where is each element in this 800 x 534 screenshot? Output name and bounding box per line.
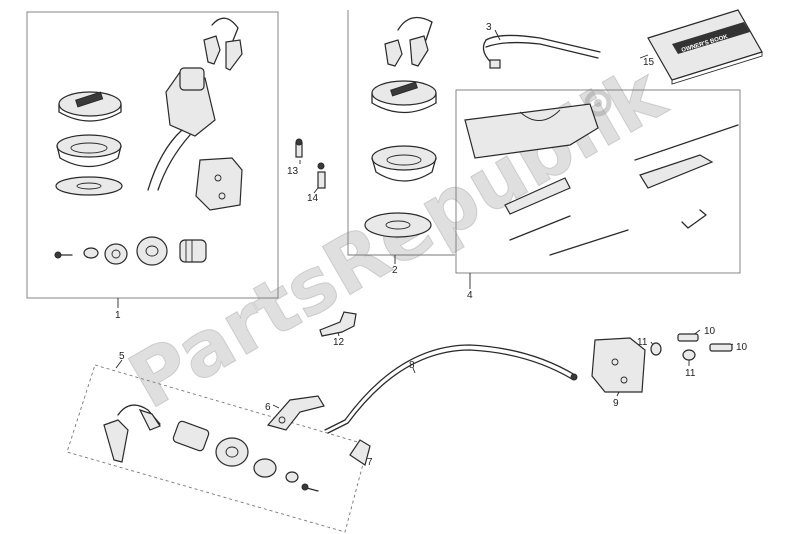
watermark-gear-icon [584,89,612,117]
part-numbers: 1 2 3 4 5 6 7 8 9 10 10 11 11 12 13 14 1… [115,22,748,468]
owner-manual-15: OWNER'S BOOK [647,9,763,85]
keys-2 [384,16,433,67]
washer-11b [682,349,696,361]
fuel-cap-assembly-2 [364,80,437,238]
rubber-strap-3 [482,34,601,69]
clip-7 [349,439,371,466]
screw-14 [317,162,326,189]
lock-set-5 [103,404,319,492]
seat-cable-8 [324,344,578,434]
ignition-switch [147,17,243,191]
part-number-15: 15 [643,57,655,68]
group-box-4 [455,89,741,274]
bracket-1 [195,157,243,211]
part-number-9: 9 [613,398,619,409]
part-number-6: 6 [265,402,271,413]
screw-13 [295,138,303,158]
fuel-cap-assembly-1 [55,91,123,196]
part-number-3: 3 [486,22,492,33]
part-number-13: 13 [287,166,299,177]
part-number-8: 8 [409,360,415,371]
lock-bracket-9 [591,337,646,393]
bolt-10a [677,333,699,342]
group-box-1 [26,11,279,299]
bracket-6 [266,395,325,431]
part-number-11b: 11 [685,368,696,379]
part-number-1: 1 [115,310,121,321]
part-number-12: 12 [333,337,345,348]
part-number-10a: 10 [704,326,716,337]
group-box-5 [66,364,369,533]
part-number-4: 4 [467,290,473,301]
part-number-11a: 11 [637,337,648,348]
part-number-10b: 10 [736,342,748,353]
part-number-5: 5 [119,351,125,362]
part-number-14: 14 [307,193,319,204]
key-12 [319,311,357,337]
washer-11a [650,342,662,356]
hardware-row-1 [54,236,207,266]
group-box-2 [347,10,455,256]
part-number-2: 2 [392,265,398,276]
part-number-7: 7 [367,457,373,468]
bolt-10b [709,343,733,352]
tool-kit-4 [464,103,739,256]
